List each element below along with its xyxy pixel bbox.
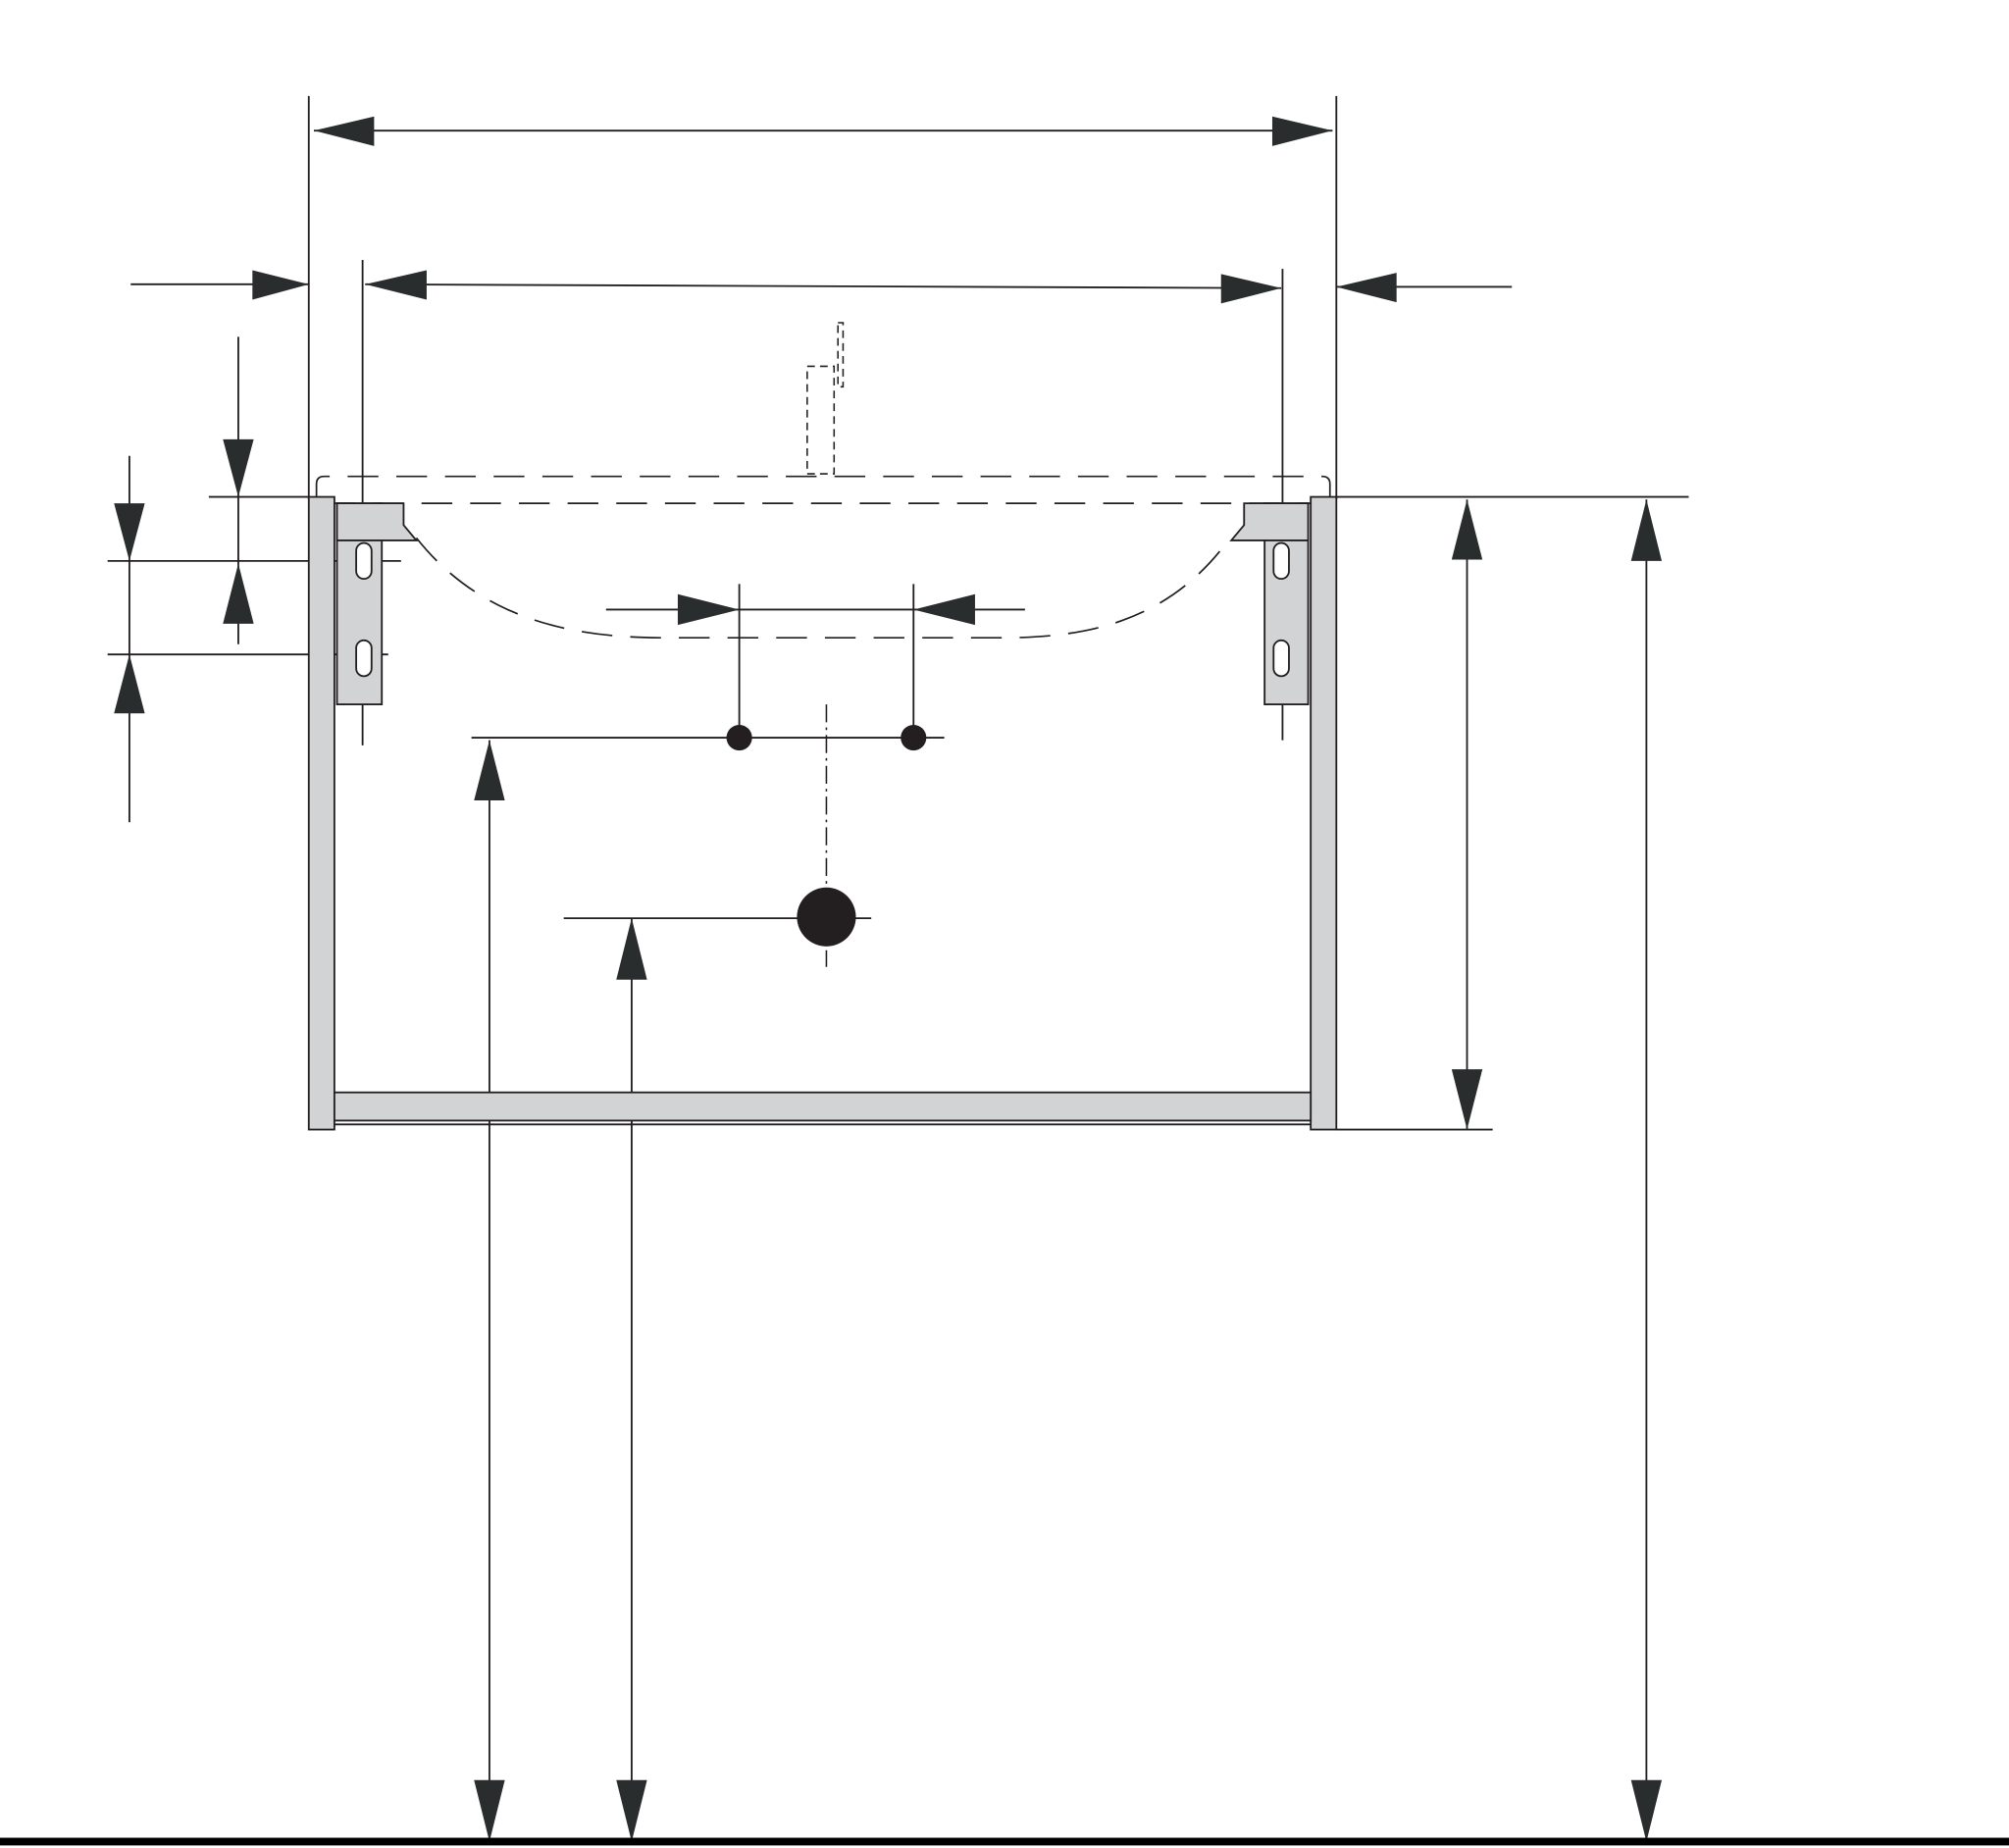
- left-bracket: [335, 502, 419, 706]
- tap-hole-dot-icon: [901, 724, 927, 751]
- drain-hole-icon: [797, 887, 856, 947]
- arrowhead-icon: [314, 116, 375, 146]
- dimension-lines: [129, 129, 1648, 1842]
- arrowhead-icon: [223, 438, 254, 497]
- floor-line: [0, 1837, 2009, 1846]
- left-side-panel: [307, 495, 335, 1131]
- arrowhead-icon: [114, 503, 145, 561]
- arrowhead-icon: [913, 593, 975, 626]
- arrowhead-icon: [616, 1779, 647, 1842]
- arrowhead-icon: [616, 918, 647, 980]
- arrowhead-icon: [1630, 1779, 1663, 1842]
- overflow-outline: [806, 365, 836, 475]
- arrowhead-icon: [223, 563, 254, 624]
- mounting-brackets: [335, 502, 1310, 706]
- arrowhead-icon: [1451, 1069, 1483, 1130]
- arrowhead-icon: [1220, 274, 1282, 304]
- tap-connections: [471, 584, 945, 751]
- arrowhead-icon: [474, 1779, 505, 1842]
- arrowhead-icon: [1451, 499, 1483, 560]
- right-side-panel: [1310, 495, 1338, 1131]
- tap-hole-dot-icon: [726, 724, 752, 751]
- arrowheads: [114, 116, 1663, 1842]
- arrowhead-icon: [677, 593, 740, 626]
- arrowhead-icon: [1630, 499, 1663, 561]
- arrowhead-icon: [1271, 116, 1333, 146]
- arrowhead-icon: [114, 654, 145, 714]
- cabinet-frame: [307, 495, 1338, 1131]
- arrowhead-icon: [474, 740, 505, 801]
- arrowhead-icon: [252, 270, 309, 300]
- right-bracket: [1229, 502, 1310, 706]
- washbasin-outline: [315, 322, 1331, 640]
- drain-connection: [563, 704, 872, 967]
- arrowhead-icon: [365, 270, 427, 300]
- arrowhead-icon: [1336, 273, 1397, 303]
- bottom-rail: [333, 1091, 1313, 1122]
